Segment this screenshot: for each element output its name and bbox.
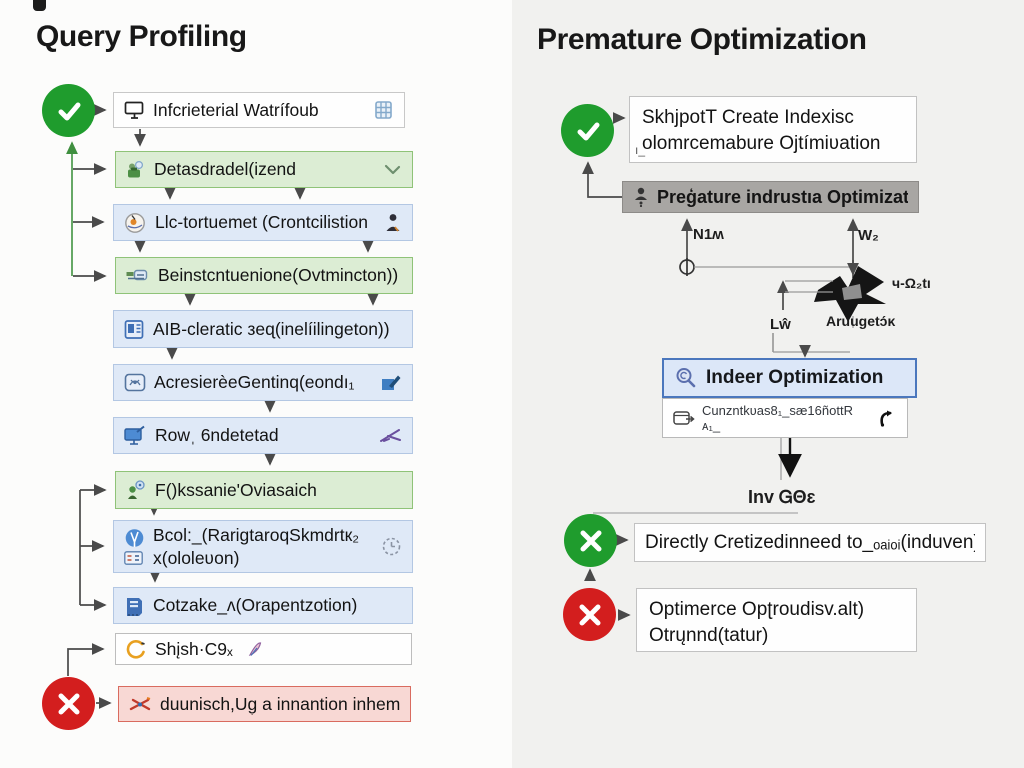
gray-box-label: Preģature indrustıa Optimization: [657, 186, 908, 207]
pen-flag-icon: [382, 375, 401, 390]
flow-box-label: Llc-tortuemet (Crontcilistion: [155, 212, 368, 232]
flow-box-label: Detasdradel(izend: [154, 159, 297, 179]
flow-box-label: Rowˌ 6ndetetad: [155, 425, 279, 445]
label-lw: Lŵ: [770, 316, 791, 333]
corner-mark: ı_: [635, 142, 646, 157]
robot-icon: [127, 597, 142, 616]
wallet-icon: [673, 411, 695, 425]
camera-icon: [128, 160, 144, 178]
check-icon: [58, 102, 80, 120]
x-icon: [579, 604, 600, 625]
monitor-icon: [124, 101, 144, 119]
clock-icon: [382, 537, 401, 556]
directly-create-box: Directly Cretizedinneed to_ₒₐᵢₒᵢ(induven…: [634, 523, 986, 562]
flow-box-beinst: Beinstcntuenione(Ovtmincton)): [115, 257, 413, 294]
flow-box-aib: AIB-cleratic зeɋ(inelíilingeton)): [113, 310, 413, 348]
stamp-icon: [124, 373, 146, 392]
index-optimization-group: Indeer Optimization Cunzntkʋas8₁_sæ16ñot…: [662, 358, 919, 440]
x-icon: [58, 693, 79, 714]
flow-box-label: AIB-cleratic зeɋ(inelíilingeton)): [153, 318, 390, 339]
label-n1w: N1ʍ: [693, 226, 724, 243]
flow-box-label: Infcrieterial Watrífoub: [153, 99, 319, 120]
label-inv: Inv ᏀΘɛ: [748, 487, 816, 507]
chevron-down-icon: [384, 164, 401, 174]
magnifier-icon: [676, 368, 696, 388]
flow-box-shish: Shįsh·C9ₓ: [115, 633, 412, 665]
curl-arrow-icon: [880, 410, 892, 427]
checklist-icon: [126, 269, 148, 280]
right-title: Premature Optimization: [537, 23, 867, 56]
flow-box-tortuemet: Llc-tortuemet (Crontcilistion: [113, 204, 413, 241]
approved-line2: olomrcemabure Ojtímiʋation: [642, 132, 881, 154]
label-cluster: ч-Ω₂tı: [892, 275, 931, 291]
flow-box-warning: duunisch,Ug̣ a innantion inhem: [118, 686, 411, 722]
flow-box-fkssanie: F()kssanie'Oviasaich: [115, 471, 413, 509]
machine-icon: [124, 319, 144, 339]
icon-stack: [124, 528, 145, 565]
index-optimization-header: Indeer Optimization: [662, 358, 917, 398]
flow-box-acresier: AcresierèeGentinq(eondı₁: [113, 364, 413, 401]
table-grid-icon: [375, 101, 392, 119]
index-optimization-title: Indeer Optimization: [706, 367, 884, 388]
palette-icon: [125, 212, 145, 233]
corner-artifact: [33, 0, 46, 11]
index-subtext: Cunzntkʋas8₁_sæ16ñottR ᴀ₁_: [702, 403, 853, 433]
check-icon: [577, 122, 599, 140]
index-optimization-subbox: Cunzntkʋas8₁_sæ16ñottR ᴀ₁_: [662, 398, 908, 438]
x-circle-right: [563, 588, 616, 641]
approved-box: SkhjpotT Create Indexisc olomrcemabure O…: [629, 96, 917, 163]
check-circle-left: [42, 84, 95, 137]
x-icon: [580, 530, 601, 551]
left-title: Query Profiling: [36, 20, 247, 53]
premature-gray-box: Preģature indrustıa Optimization: [622, 181, 919, 213]
monitor-blue-icon: [124, 425, 145, 445]
bad-optimize-box: Optimerce Opʈroudisv.alt) Otrųnnd(tatur): [636, 588, 917, 652]
flow-box-label: Shįsh·C9ₓ: [155, 638, 233, 659]
approved-line1: SkhjpotT Create Indexisc: [642, 107, 854, 128]
bad-box-line1: Optimerce Opʈroudisv.alt): [649, 599, 865, 620]
flow-box-waterfall: Infcrieterial Watrífoub: [113, 92, 405, 128]
label-w2: W₂: [858, 227, 879, 244]
scissors-icon: [129, 697, 151, 711]
flow-box-label: Beinstcntuenione(Ovtmincton)): [158, 265, 399, 285]
flow-box-label: duunisch,Ug̣ a innantion inhem: [160, 693, 400, 714]
flow-box-row: Rowˌ 6ndetetad: [113, 417, 413, 454]
person-dark-icon: [386, 213, 400, 232]
flow-box-label: Cotzake_ʌ(Orapentzotion): [153, 595, 358, 615]
person-chat-icon: [128, 479, 145, 499]
direct-box-label: Directly Cretizedinneed to_ₒₐᵢₒᵢ(induven…: [645, 531, 975, 553]
label-augetok: Aruuɡetɔ́ᴋ: [826, 313, 896, 329]
check-circle-right: [561, 104, 614, 157]
feather-icon: [248, 642, 261, 657]
jet-icon: [380, 428, 401, 442]
x-circle-left: [42, 677, 95, 730]
flow-box-database: Detasdradel(izend: [115, 151, 413, 188]
flow-box-label: AcresierèeGentinq(eondı₁: [154, 372, 355, 392]
bad-box-line2: Otrųnnd(tatur): [649, 624, 769, 646]
brush-circle-icon: [125, 529, 144, 547]
flow-box-label: F()kssanie'Oviasaich: [155, 479, 317, 500]
person-gray-icon: [635, 187, 647, 207]
green-x-circle: [564, 514, 617, 567]
orange-ring-icon: [126, 639, 145, 659]
flow-box-cotzake: Cotzake_ʌ(Orapentzotion): [113, 587, 413, 624]
chart-square-icon: [124, 551, 143, 565]
